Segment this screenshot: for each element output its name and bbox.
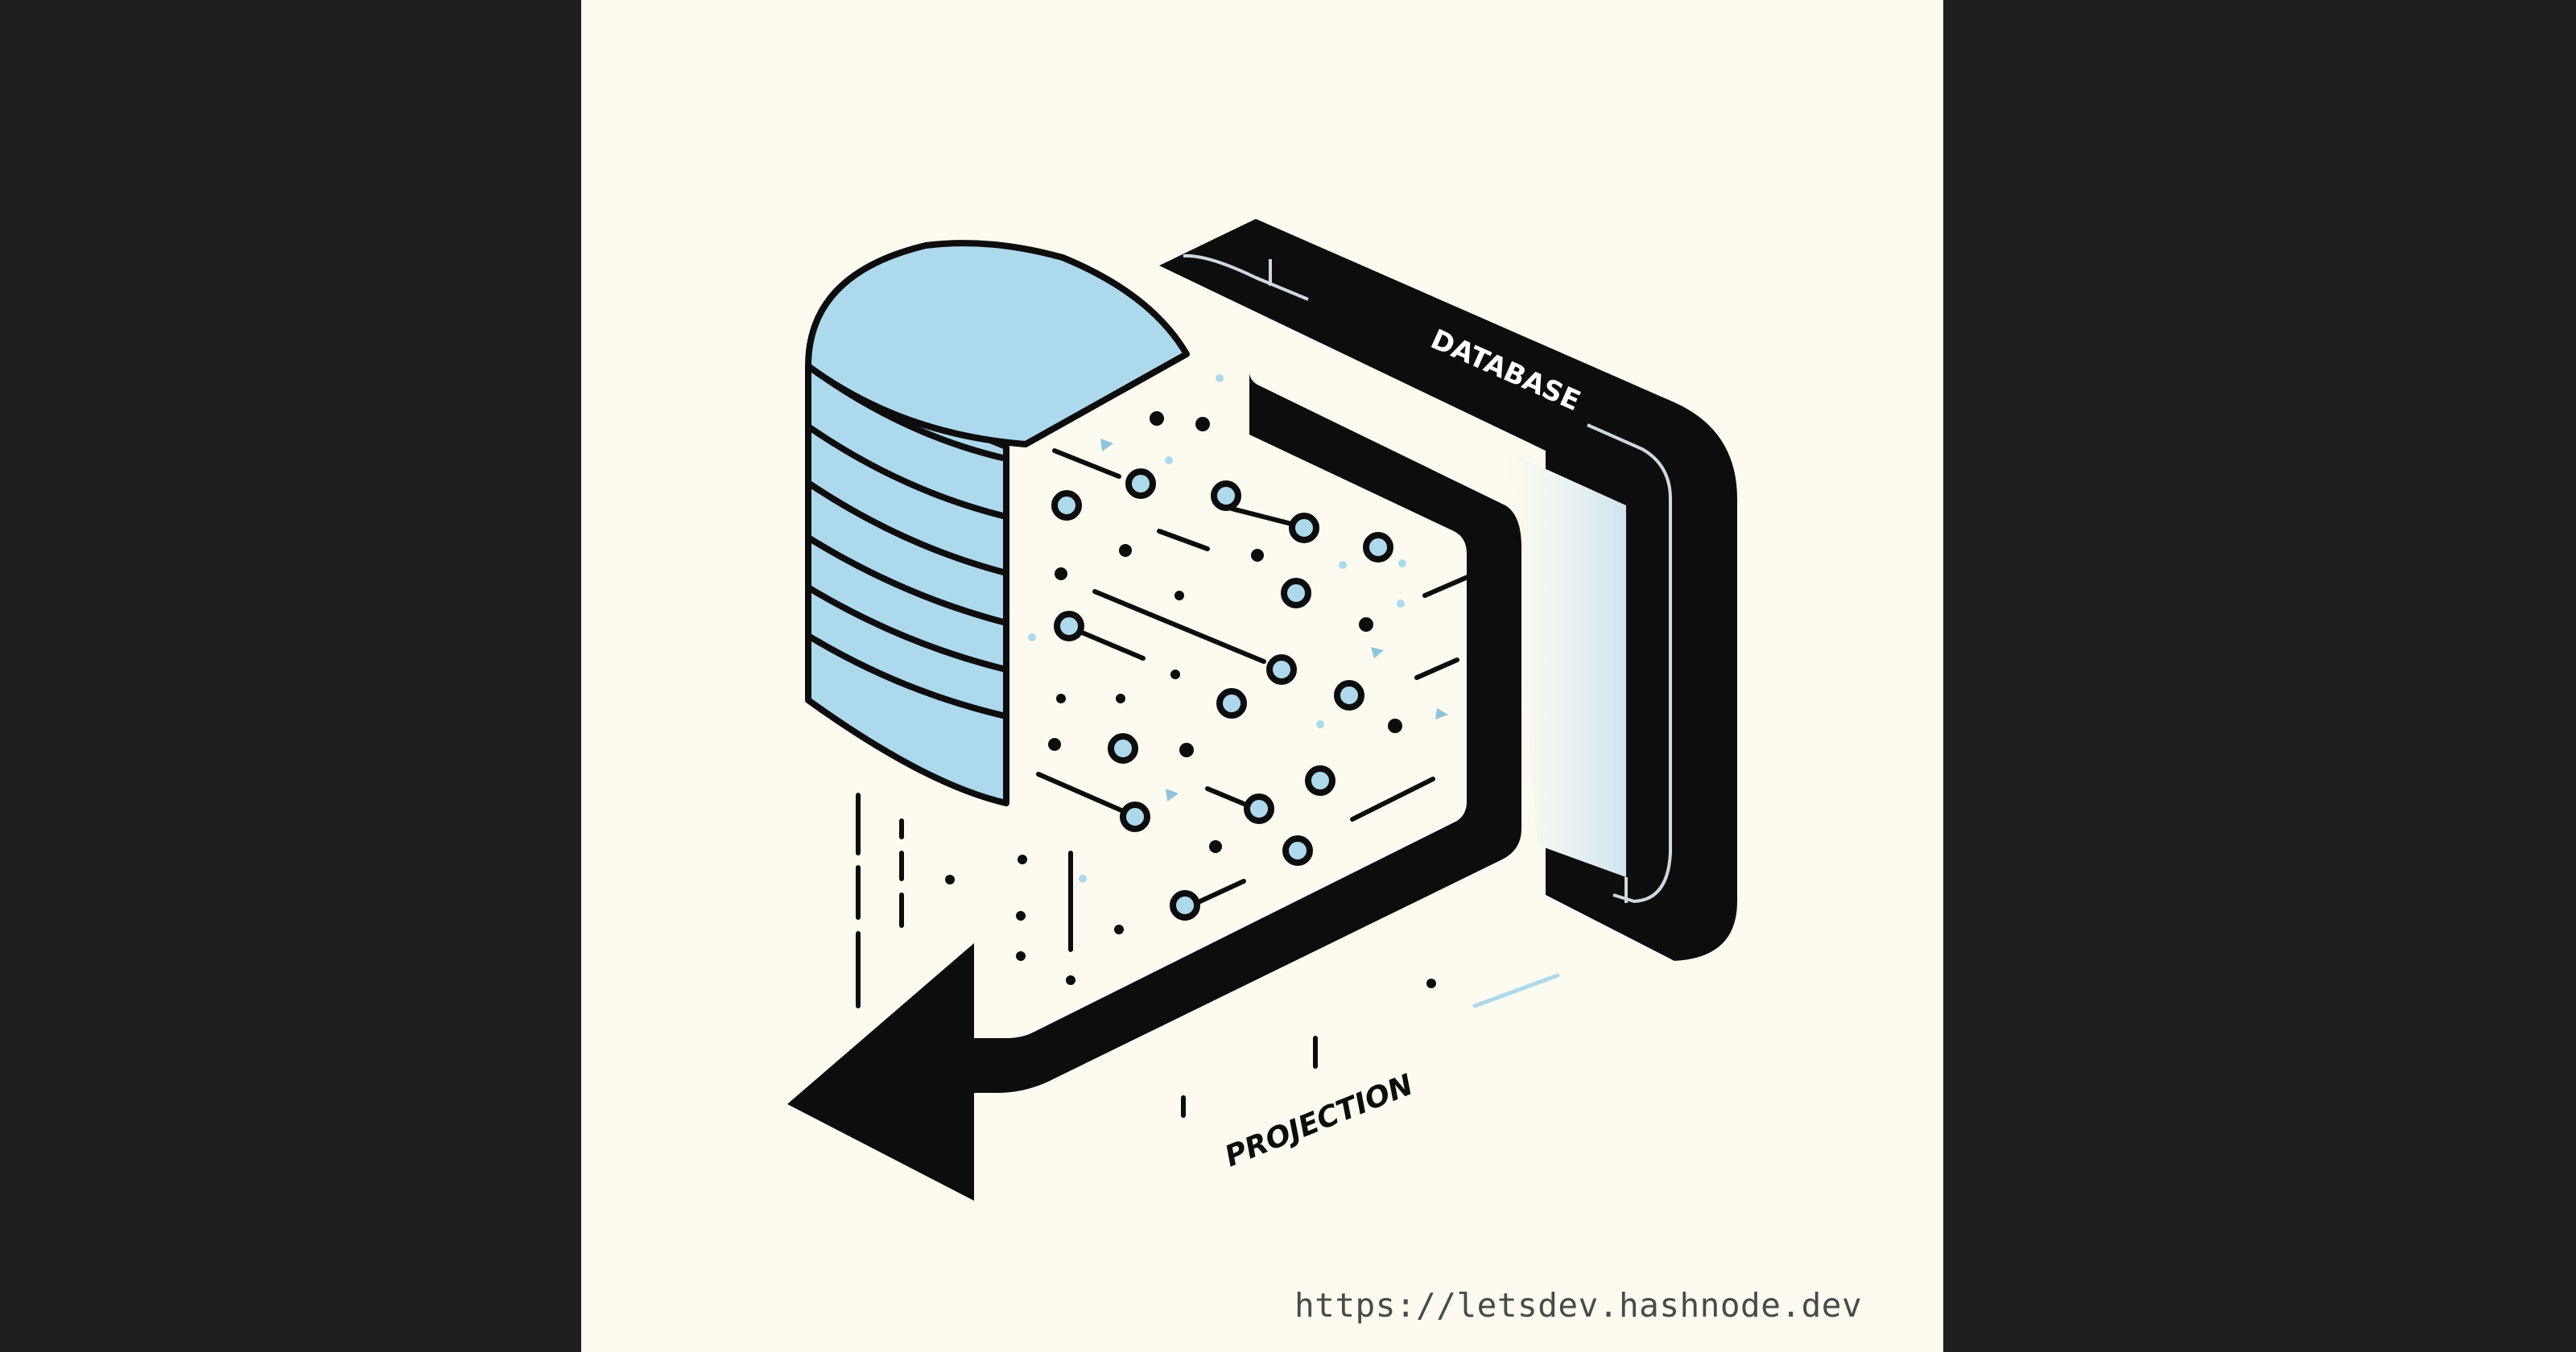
letterbox-right (1943, 0, 2576, 1352)
database-panel (1159, 219, 1737, 961)
data-points (945, 374, 1481, 1014)
motion-lines (856, 793, 1318, 1118)
projection-arrow-icon (787, 372, 1560, 1201)
database-cylinder-icon (805, 240, 1190, 806)
watermark-url: https://letsdev.hashnode.dev (1294, 1286, 1863, 1325)
letterbox-left (0, 0, 581, 1352)
projection-label: PROJECTION (1220, 1068, 1418, 1173)
